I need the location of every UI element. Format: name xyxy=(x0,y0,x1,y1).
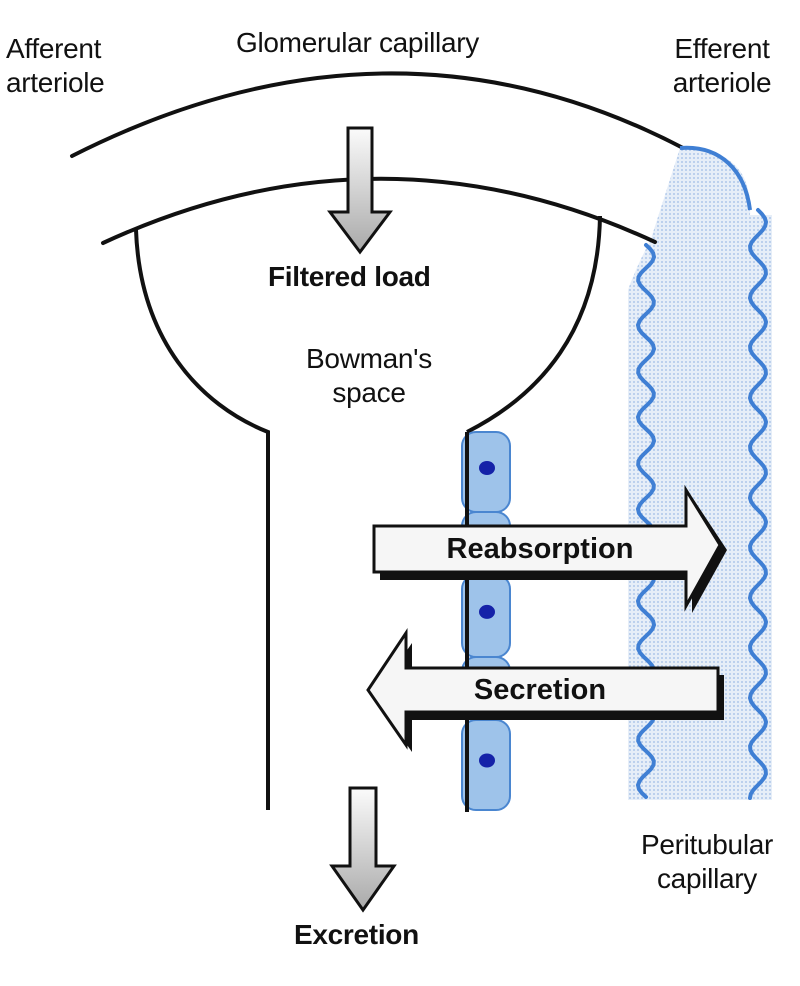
peritubular-capillary-lumen xyxy=(628,148,772,800)
secretion-label: Secretion xyxy=(474,674,606,706)
bowmans-capsule xyxy=(101,176,657,810)
filtration-arrow xyxy=(327,126,393,255)
reabsorption-arrow: Reabsorption xyxy=(372,484,727,613)
tubular-epithelium xyxy=(461,431,511,811)
glomerular-capillary-label: Glomerular capillary xyxy=(236,27,479,58)
reabsorption-label: Reabsorption xyxy=(447,533,634,565)
peritubular-outer-wall xyxy=(747,208,769,800)
efferent-arteriole-label: Efferent arteriole xyxy=(672,33,772,98)
cell-nucleus xyxy=(479,461,495,475)
glomerular-capillary-arc xyxy=(70,71,685,158)
secretion-arrow: Secretion xyxy=(366,628,724,752)
peritubular-capillary xyxy=(628,145,772,800)
bowmans-capsule-rim xyxy=(101,176,657,245)
efferent-arteriole-junction xyxy=(679,145,752,211)
afferent-arteriole-label: Afferent arteriole xyxy=(6,33,105,98)
excretion-label: Excretion xyxy=(294,919,419,950)
capsule-left-wall xyxy=(134,229,270,810)
peritubular-capillary-label: Peritubular capillary xyxy=(640,829,774,894)
cell-nucleus xyxy=(479,753,495,768)
capsule-right-wall xyxy=(466,215,602,434)
secretion-arrow-body xyxy=(366,628,720,750)
bowmans-space-label: Bowman's space xyxy=(306,343,432,408)
reabsorption-arrow-body xyxy=(372,484,722,612)
filtered-load-label: Filtered load xyxy=(268,261,431,292)
cell-nucleus xyxy=(479,604,495,619)
excretion-arrow xyxy=(329,786,397,913)
